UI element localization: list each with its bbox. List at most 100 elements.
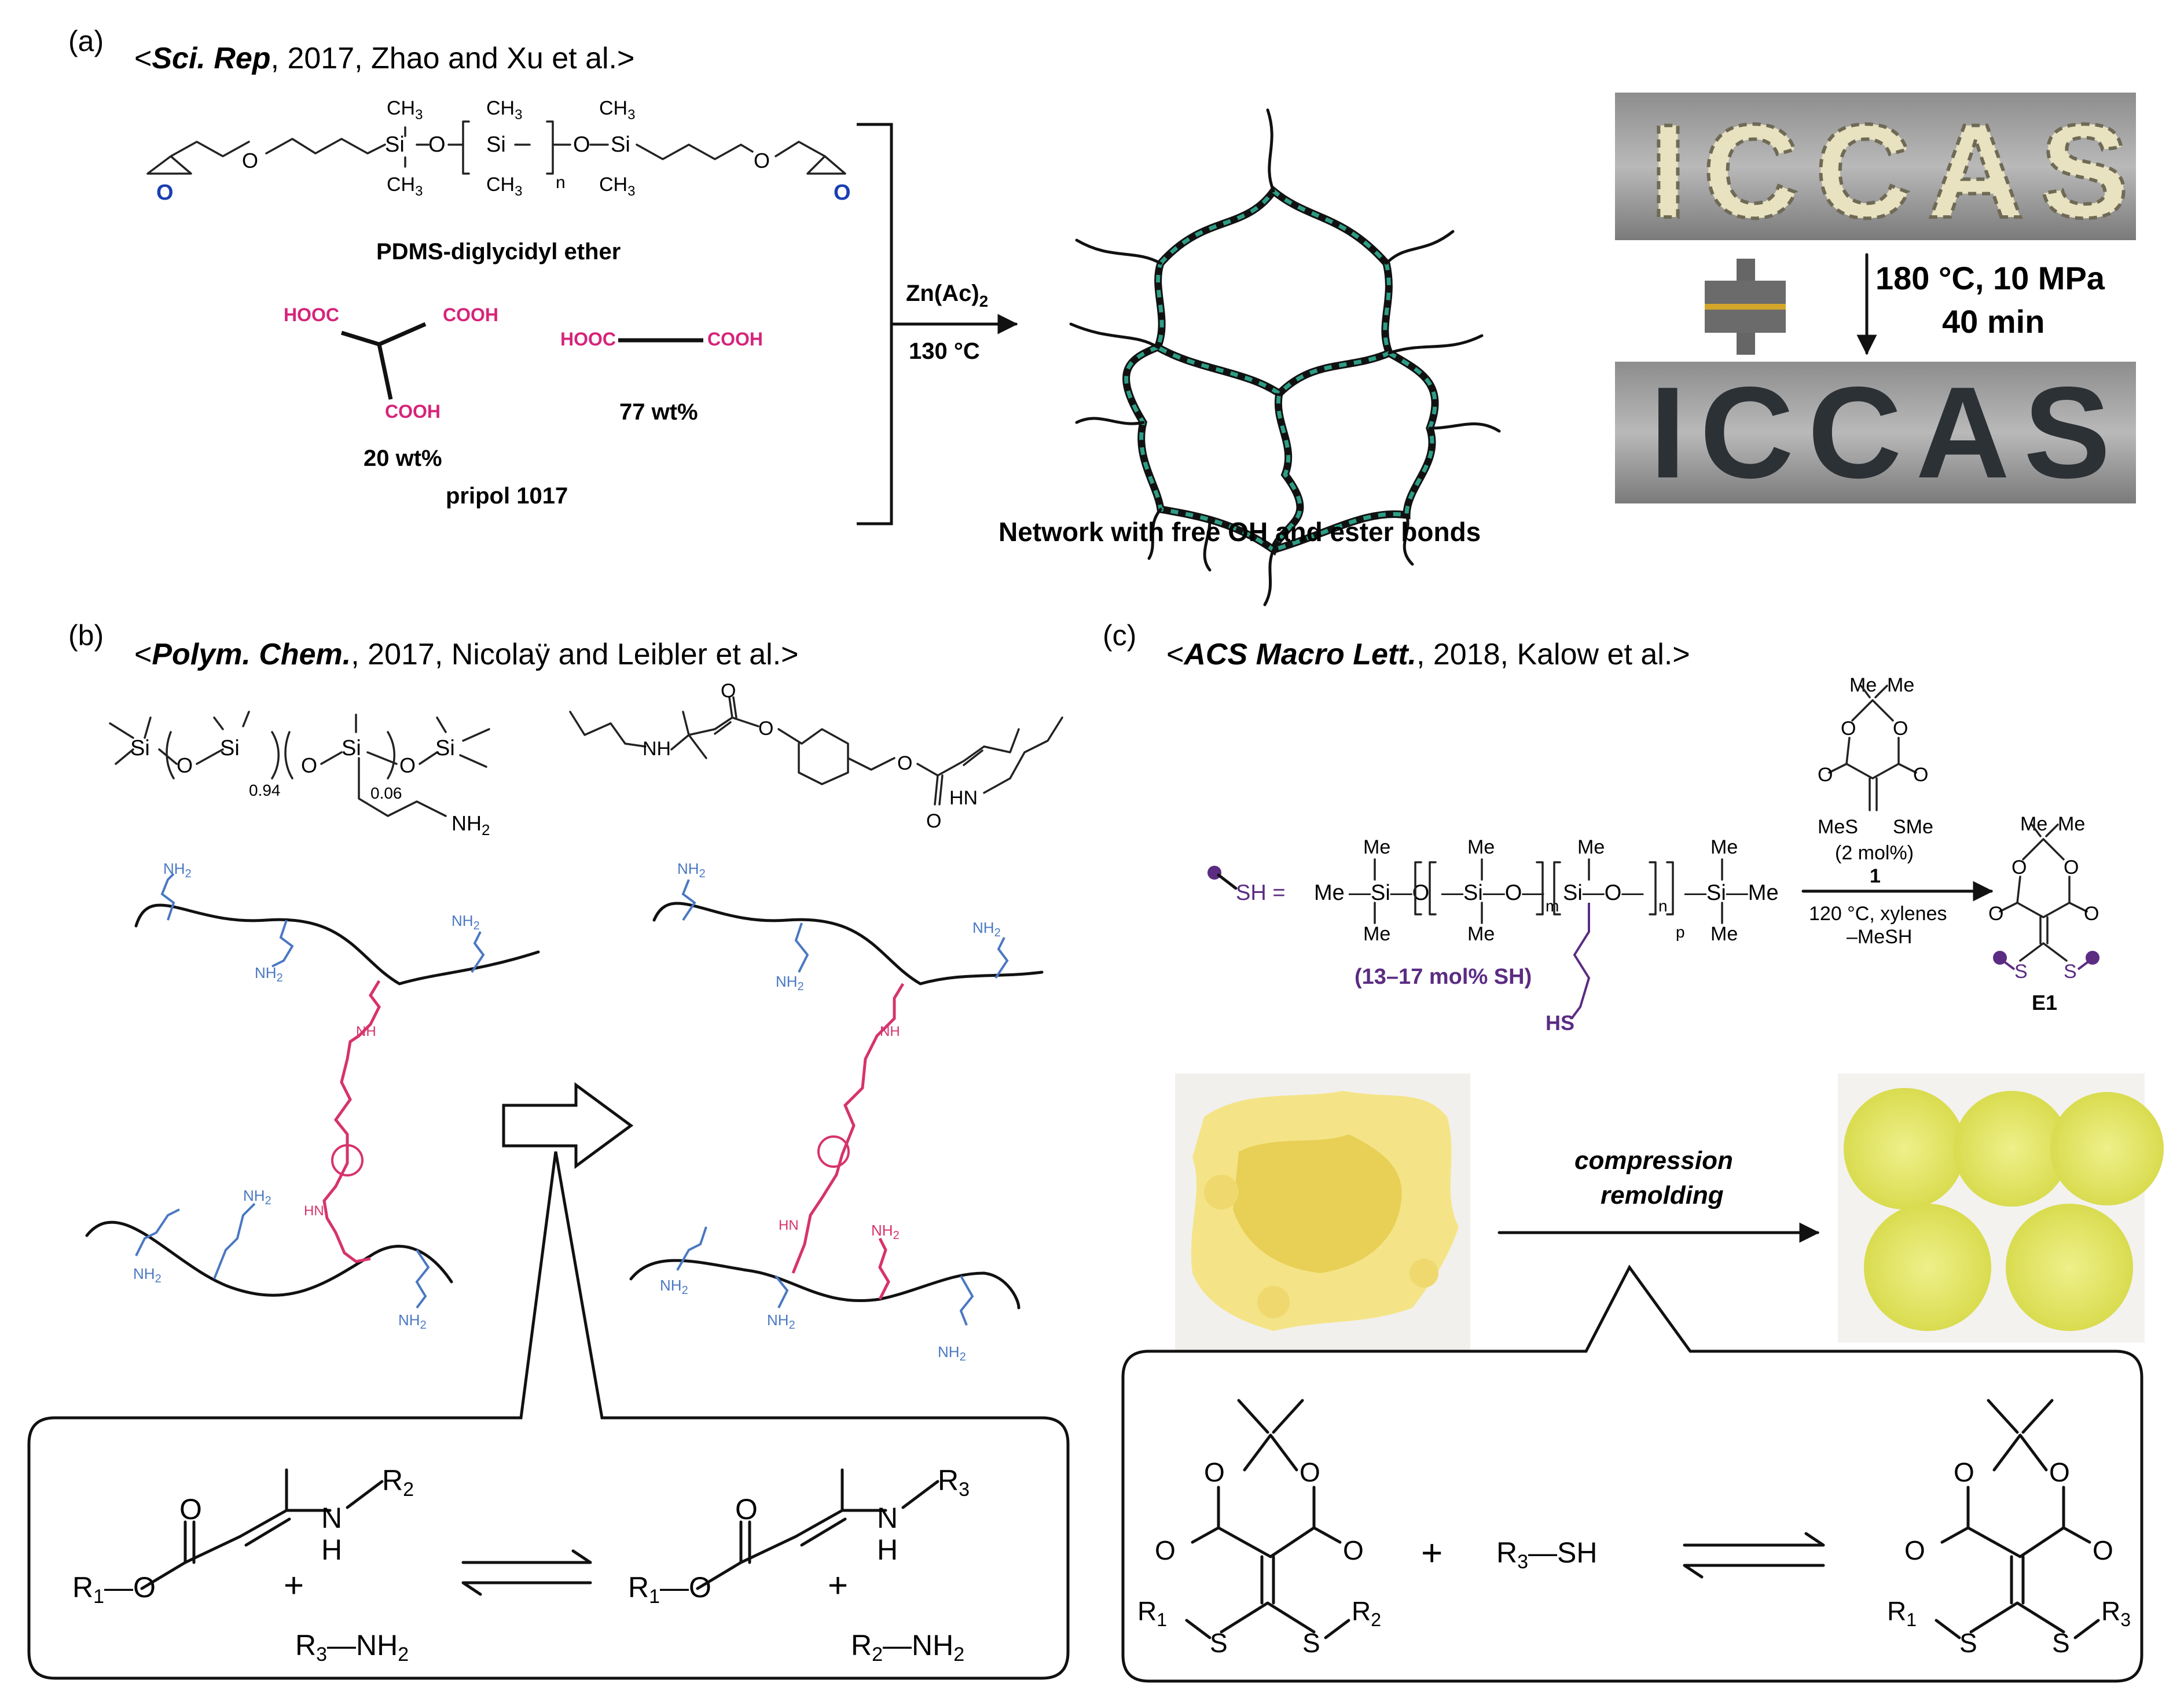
svg-text:O: O [2064, 856, 2079, 878]
svg-text:n: n [556, 173, 566, 192]
svg-text:O: O [1988, 903, 2003, 925]
product-e1-structure: Me Me O O O O S S [1988, 813, 2099, 983]
product-label: E1 [2032, 991, 2057, 1014]
svg-text:CH3: CH3 [387, 174, 423, 199]
panel-a: (a) <Sci. Rep, 2017, Zhao and Xu et al.>… [68, 25, 2136, 606]
svg-text:Me: Me [2058, 813, 2085, 835]
svg-text:—Si—Me: —Si—Me [1684, 881, 1779, 905]
subscript-094: 0.94 [249, 781, 281, 799]
citation-journal: Sci. Rep [152, 42, 270, 75]
svg-text:+: + [284, 1566, 304, 1605]
svg-text:O: O [754, 149, 770, 172]
epoxide-o-right: O [834, 181, 851, 205]
panel-b-citation: <Polym. Chem., 2017, Nicolaÿ and Leibler… [134, 638, 799, 671]
svg-text:CH3: CH3 [486, 97, 522, 123]
equilibrium-arrows-c [1683, 1532, 1825, 1579]
svg-text:O: O [926, 810, 941, 832]
thiol-exchange-equilibrium: O O O O S S R1 R2 + R3—SH O O O O S S [1137, 1399, 2131, 1658]
svg-text:NH2: NH2 [163, 860, 192, 880]
svg-text:O: O [1954, 1457, 1974, 1487]
svg-text:NH2: NH2 [767, 1311, 795, 1332]
hs-terminal: HS [1546, 1011, 1574, 1035]
svg-text:O: O [2012, 856, 2027, 878]
svg-text:Me: Me [1363, 836, 1390, 858]
svg-text:O: O [573, 133, 590, 157]
svg-text:Si: Si [486, 133, 506, 157]
svg-text:NH2: NH2 [660, 1277, 688, 1297]
sh-equals: SH = [1236, 881, 1286, 905]
svg-text:O: O [2049, 1457, 2070, 1487]
thiol-mol-percent: (13–17 mol% SH) [1355, 965, 1532, 989]
svg-text:O: O [1904, 1535, 1925, 1565]
svg-text:Me: Me [2020, 813, 2047, 835]
svg-text:NH2: NH2 [776, 973, 804, 993]
citation-close: > [617, 42, 634, 75]
thiol-dot [1207, 866, 1221, 880]
citation-open: < [134, 42, 152, 75]
svg-text:NH2: NH2 [243, 1187, 271, 1207]
network-after-exchange: NH2 NH2 NH2 NH2 NH2 NH2 NH2 NH HN [629, 860, 1044, 1363]
svg-text:O: O [2093, 1535, 2113, 1565]
svg-text:—Si—O—: —Si—O— [1441, 881, 1544, 905]
vinylogous-urethane-crosslinker: NH O O O O HN [569, 680, 1063, 832]
svg-text:NH2: NH2 [972, 919, 1001, 939]
svg-text:COOH: COOH [443, 304, 498, 325]
svg-text:O: O [1818, 764, 1833, 786]
vinylogous-urethane-equilibrium: R1—O O N H R2 + R3—NH2 R1—O O N H R3 + R… [72, 1464, 970, 1665]
press-conditions-2: 40 min [1942, 303, 2044, 340]
svg-text:CH3: CH3 [486, 174, 522, 199]
pdms-name: PDMS-diglycidyl ether [376, 239, 621, 264]
panel-c-label: (c) [1103, 619, 1136, 652]
svg-text:NH2: NH2 [452, 912, 480, 932]
diacid-structure: HOOC COOH [560, 329, 763, 350]
svg-text:m: m [1546, 897, 1559, 915]
network-caption: Network with free OH and ester bonds [999, 517, 1481, 547]
network-before-exchange: NH2 NH2 NH2 NH2 NH2 NH2 NH HN [85, 860, 540, 1332]
citation-details: , 2017, Zhao and Xu et al. [271, 42, 617, 75]
reagent-number: 1 [1870, 865, 1881, 887]
svg-text:S: S [2052, 1628, 2070, 1658]
cond-line-1: 120 °C, xylenes [1809, 903, 1947, 925]
svg-text:O: O [721, 680, 736, 702]
photo-after-text: ICCAS [1650, 359, 2124, 505]
svg-text:O: O [1204, 1457, 1225, 1487]
svg-text:NH2: NH2 [255, 964, 283, 984]
remolding-label-2: remolding [1601, 1181, 1724, 1209]
svg-text:COOH: COOH [385, 401, 441, 422]
svg-text:O: O [1343, 1535, 1364, 1565]
photo-crumbled-polymer [1175, 1073, 1470, 1351]
svg-text:Si: Si [220, 736, 240, 760]
svg-text:NH2: NH2 [938, 1343, 966, 1363]
svg-text:Si: Si [130, 736, 150, 760]
svg-text:H: H [877, 1534, 898, 1566]
photo-before [1615, 93, 2136, 240]
svg-text:S: S [1210, 1628, 1228, 1658]
svg-text:HN: HN [304, 1203, 324, 1219]
svg-text:R2: R2 [1352, 1596, 1381, 1630]
cond-line-2: –MeSH [1847, 926, 1912, 948]
svg-text:Si—O—: Si—O— [1563, 881, 1643, 905]
svg-text:R3—NH2: R3—NH2 [295, 1629, 409, 1665]
svg-text:Me: Me [1887, 674, 1914, 696]
svg-text:O: O [1841, 718, 1856, 740]
svg-text:NH2: NH2 [871, 1222, 900, 1242]
panel-b-label: (b) [68, 619, 104, 652]
svg-text:O: O [1913, 764, 1928, 786]
svg-text:Si: Si [435, 736, 455, 760]
svg-text:O: O [1893, 718, 1908, 740]
svg-text:NH2: NH2 [452, 811, 490, 839]
diacid-percent: 77 wt% [619, 399, 698, 425]
svg-text:NH: NH [356, 1024, 376, 1039]
svg-text:Me: Me [1849, 674, 1877, 696]
temperature-label: 130 °C [909, 339, 980, 364]
panel-c-citation: <ACS Macro Lett., 2018, Kalow et al.> [1166, 638, 1690, 671]
hot-press-icon [1705, 259, 1786, 355]
reagent-meldrums-acid: Me Me O O O O MeS SMe [1818, 674, 1933, 838]
reactant-bracket [857, 123, 893, 525]
svg-text:NH: NH [880, 1024, 900, 1039]
svg-text:Me: Me [1711, 923, 1738, 945]
svg-text:Me: Me [1467, 836, 1495, 858]
panel-a-citation: <Sci. Rep, 2017, Zhao and Xu et al.> [134, 42, 634, 75]
panel-a-label: (a) [68, 25, 104, 57]
svg-text:Me: Me [1363, 923, 1390, 945]
